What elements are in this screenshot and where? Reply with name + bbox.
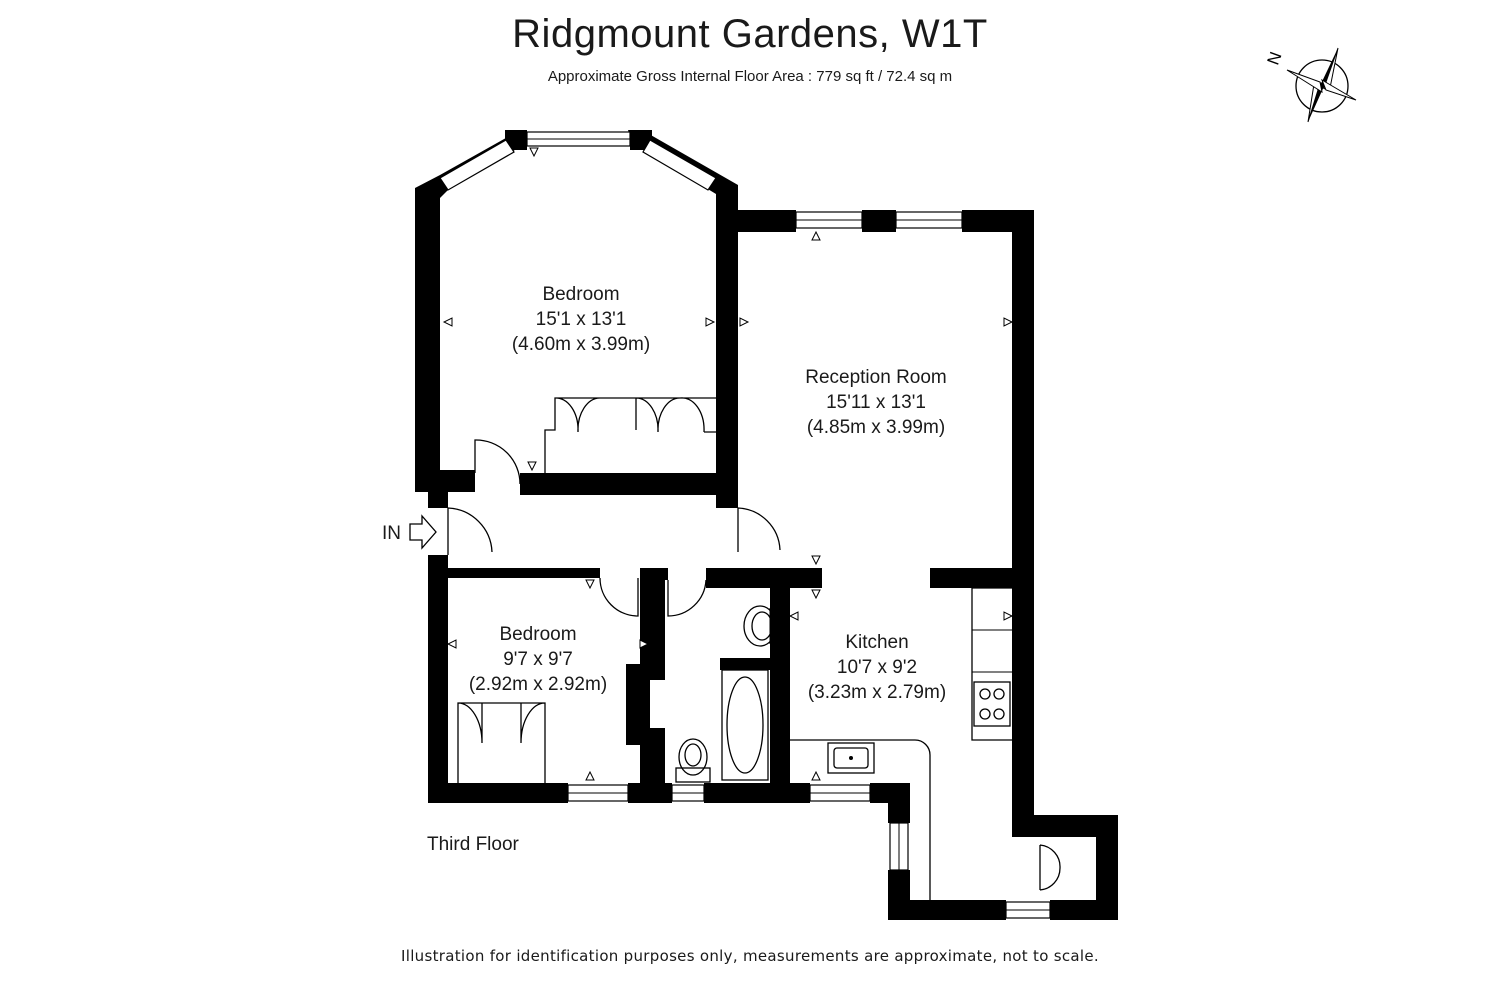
entrance-label: IN bbox=[382, 523, 401, 544]
bedroom-2-door bbox=[599, 577, 639, 617]
room-name: Kitchen bbox=[845, 632, 908, 653]
room-imperial: 15'1 x 13'1 bbox=[536, 309, 627, 330]
store-cupboard-doors bbox=[1039, 844, 1061, 891]
bedroom-1-door bbox=[474, 439, 521, 485]
room-imperial: 10'7 x 9'2 bbox=[837, 657, 917, 678]
doors bbox=[447, 397, 1061, 891]
room-label-kitchen: Kitchen 10'7 x 9'2 (3.23m x 2.79m) bbox=[808, 632, 946, 703]
washbasin-icon bbox=[743, 605, 777, 647]
room-label-reception: Reception Room 15'11 x 13'1 (4.85m x 3.9… bbox=[805, 367, 947, 438]
room-metric: (4.85m x 3.99m) bbox=[807, 417, 945, 438]
disclaimer-footer: Illustration for identification purposes… bbox=[401, 947, 1099, 965]
compass-rose-icon bbox=[1286, 47, 1357, 123]
room-metric: (3.23m x 2.79m) bbox=[808, 682, 946, 703]
bedroom-2-right-wall bbox=[626, 568, 665, 803]
windows bbox=[439, 131, 1051, 919]
room-name: Bedroom bbox=[499, 624, 576, 645]
walls bbox=[415, 130, 1118, 920]
bedroom-1-wardrobe bbox=[544, 397, 716, 473]
room-name: Bedroom bbox=[542, 284, 619, 305]
toilet-icon bbox=[675, 738, 711, 783]
room-metric: (2.92m x 2.92m) bbox=[469, 674, 607, 695]
kitchen-bottom-counter bbox=[790, 739, 931, 900]
bedroom-1-bay-left-wall bbox=[415, 130, 532, 480]
room-metric: (4.60m x 3.99m) bbox=[512, 334, 650, 355]
plan-title: Ridgmount Gardens, W1T bbox=[512, 12, 988, 56]
floor-area-subtitle: Approximate Gross Internal Floor Area : … bbox=[547, 68, 953, 85]
room-label-bedroom-2: Bedroom 9'7 x 9'7 (2.92m x 2.92m) bbox=[469, 624, 607, 695]
compass-north-letter: N bbox=[1264, 49, 1286, 67]
room-label-bedroom-1: Bedroom 15'1 x 13'1 (4.60m x 3.99m) bbox=[512, 284, 650, 355]
radiator-markers bbox=[442, 147, 1014, 781]
bay-window-right bbox=[642, 139, 717, 191]
room-name: Reception Room bbox=[805, 367, 947, 388]
bay-window-left bbox=[439, 139, 515, 191]
bathroom-door bbox=[667, 579, 707, 617]
bath-icon bbox=[721, 669, 769, 781]
hob-icon bbox=[973, 681, 1011, 727]
bedroom-2-wardrobe bbox=[457, 702, 546, 783]
kitchen-side-counter bbox=[971, 587, 1012, 741]
room-imperial: 9'7 x 9'7 bbox=[503, 649, 573, 670]
fixtures bbox=[675, 587, 1012, 900]
reception-door bbox=[737, 507, 781, 552]
floor-label: Third Floor bbox=[427, 834, 520, 855]
room-imperial: 15'11 x 13'1 bbox=[826, 392, 926, 413]
entrance-door bbox=[447, 507, 493, 555]
kitchen-sink-icon bbox=[827, 742, 875, 774]
entrance-arrow-icon bbox=[409, 514, 437, 550]
